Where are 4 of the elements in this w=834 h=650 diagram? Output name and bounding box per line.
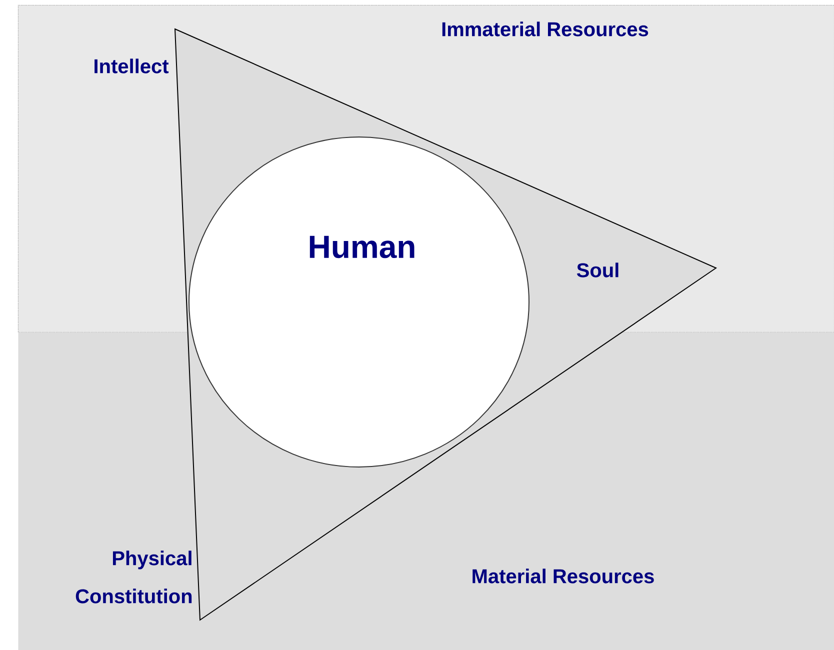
vertex-label: Physical Constitution	[76, 550, 192, 604]
vertex-label: Soul	[576, 262, 618, 278]
center-label: Human	[310, 236, 414, 258]
vertex-label: Intellect	[94, 58, 169, 74]
